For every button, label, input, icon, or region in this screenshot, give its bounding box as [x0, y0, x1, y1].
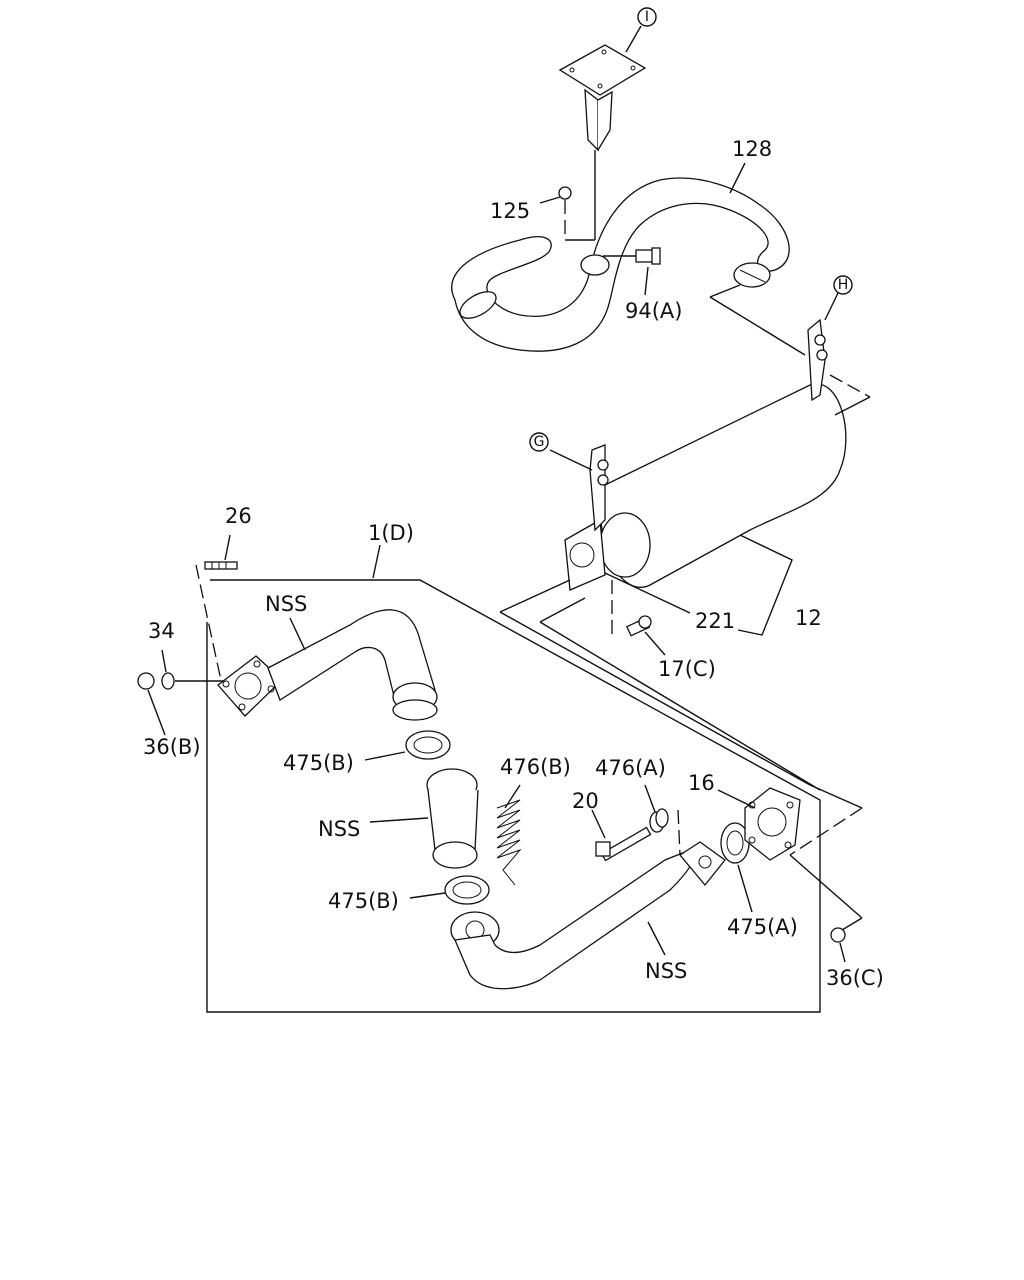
- callout-ref-i: I: [625, 7, 657, 53]
- svg-text:20: 20: [572, 789, 599, 813]
- svg-text:125: 125: [490, 199, 530, 223]
- callout-125: 125: [490, 196, 561, 223]
- bolt-17c: [611, 580, 652, 637]
- svg-text:475(B): 475(B): [283, 751, 354, 775]
- flex-pipe-nss: NSS: [318, 768, 479, 869]
- gasket-475b-bottom: 475(B): [328, 875, 490, 913]
- nut-36c: 36(C): [789, 854, 884, 990]
- svg-text:NSS: NSS: [318, 817, 360, 841]
- callout-12: 12: [737, 534, 822, 636]
- svg-text:26: 26: [225, 504, 252, 528]
- hanger-bracket-plate: [558, 44, 647, 240]
- svg-text:34: 34: [148, 619, 175, 643]
- svg-text:NSS: NSS: [265, 592, 307, 616]
- svg-text:36(C): 36(C): [826, 966, 884, 990]
- svg-text:G: G: [534, 434, 545, 450]
- svg-text:128: 128: [732, 137, 772, 161]
- svg-text:221: 221: [695, 609, 735, 633]
- flange-16: 16: [688, 771, 801, 861]
- spring-476b: 476(B): [496, 755, 571, 886]
- gasket-475b-top: 475(B): [283, 730, 451, 775]
- front-pipe-lower: [450, 841, 726, 990]
- muffler-hanger-h: H: [807, 275, 853, 402]
- svg-text:476(A): 476(A): [595, 756, 666, 780]
- muffler-hanger-g: G: [529, 432, 609, 532]
- assembly-box-1d: [206, 579, 863, 1013]
- callout-nss-lower: NSS: [645, 921, 687, 983]
- callout-1d: 1(D): [368, 521, 414, 579]
- svg-text:476(B): 476(B): [500, 755, 571, 779]
- bolt-94a: [603, 247, 661, 265]
- tail-pipe-upper: [451, 177, 790, 352]
- muffler: [564, 383, 847, 591]
- nut-125: [558, 186, 595, 241]
- svg-text:475(B): 475(B): [328, 889, 399, 913]
- spring-476a: 476(A): [595, 756, 681, 856]
- nut-36b: 36(B): [137, 672, 225, 759]
- svg-text:475(A): 475(A): [727, 915, 798, 939]
- gasket-475a: 475(A): [720, 822, 798, 939]
- svg-text:16: 16: [688, 771, 715, 795]
- callout-17c: 17(C): [644, 631, 716, 681]
- muffler-leader-lines: [499, 284, 871, 623]
- callout-nss-upper: NSS: [265, 592, 307, 651]
- svg-text:17(C): 17(C): [658, 657, 716, 681]
- svg-text:H: H: [838, 277, 849, 293]
- bolt-20: 20: [572, 789, 652, 862]
- svg-text:I: I: [645, 9, 649, 25]
- callout-128: 128: [729, 137, 772, 194]
- svg-text:NSS: NSS: [645, 959, 687, 983]
- svg-text:36(B): 36(B): [143, 735, 201, 759]
- svg-text:12: 12: [795, 606, 822, 630]
- washer-34: 34: [148, 619, 175, 690]
- svg-text:1(D): 1(D): [368, 521, 414, 545]
- stud-26: 26: [195, 504, 252, 686]
- callout-94a: 94(A): [625, 266, 682, 323]
- svg-text:94(A): 94(A): [625, 299, 682, 323]
- callout-221: 221: [604, 572, 735, 633]
- front-pipe-upper: [217, 609, 438, 721]
